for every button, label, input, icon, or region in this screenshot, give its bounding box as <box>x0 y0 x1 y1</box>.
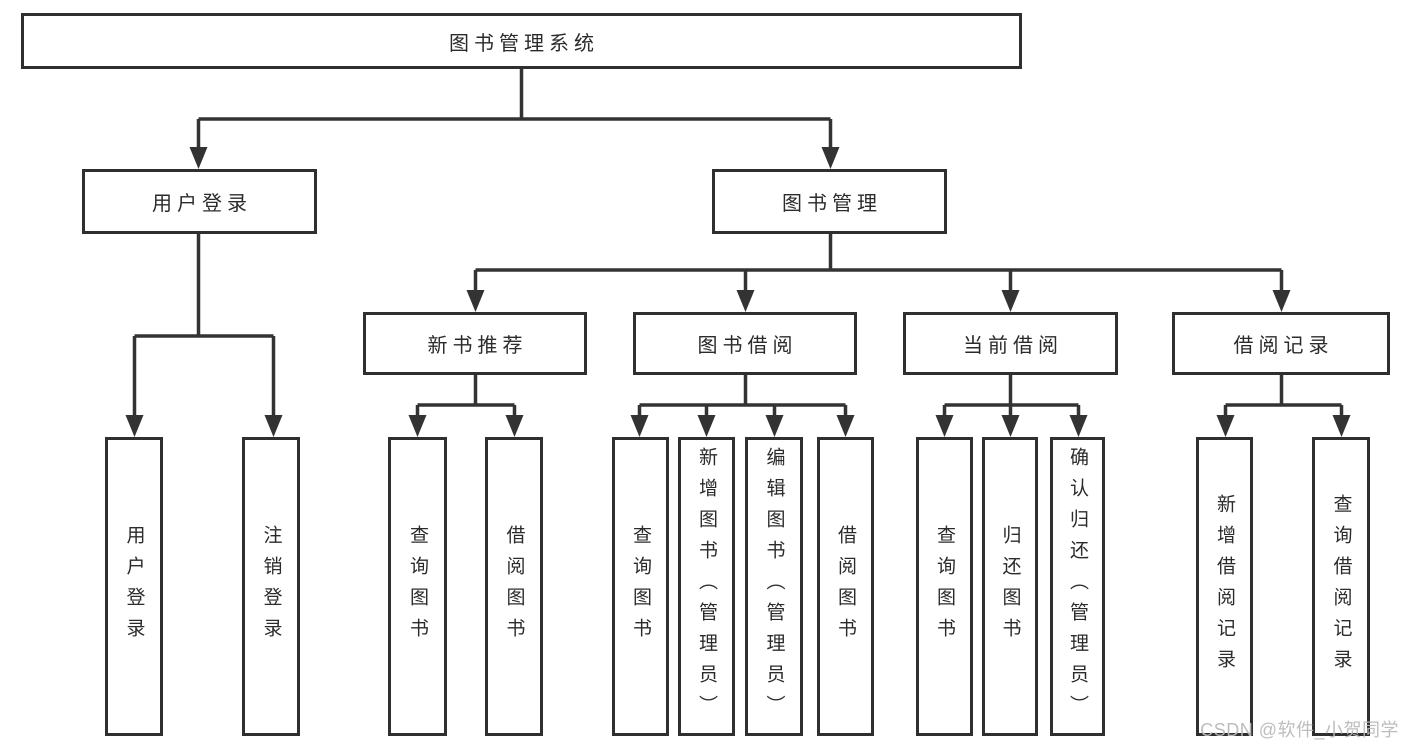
leaf-confirm-return-admin: 确认归还（管理员） <box>1050 437 1105 736</box>
leaf-user-login: 用户登录 <box>105 437 163 736</box>
connector-root-to-level2 <box>196 69 833 149</box>
leaf-recommend-query-books-label: 查询图书 <box>407 524 428 649</box>
node-root: 图书管理系统 <box>21 13 1022 69</box>
leaf-recommend-borrow-books: 借阅图书 <box>485 437 543 736</box>
arrowhead <box>736 290 755 312</box>
arrowheads <box>125 147 1351 437</box>
leaf-logout-label: 注销登录 <box>260 524 282 649</box>
arrowhead <box>505 415 524 437</box>
connector-paths <box>132 69 1344 417</box>
leaf-query-borrow-record-label: 查询借阅记录 <box>1330 493 1352 680</box>
leaf-borrow-borrow-books-label: 借阅图书 <box>835 524 856 649</box>
leaf-add-book-admin-label: 新增图书（管理员） <box>696 447 717 726</box>
leaf-add-book-admin: 新增图书（管理员） <box>678 437 735 736</box>
leaf-query-borrow-record: 查询借阅记录 <box>1312 437 1370 736</box>
leaf-user-login-label: 用户登录 <box>123 524 145 649</box>
arrowhead <box>264 415 283 437</box>
leaf-add-borrow-record-label: 新增借阅记录 <box>1214 493 1235 680</box>
arrowhead <box>697 415 716 437</box>
arrowhead <box>125 415 144 437</box>
leaf-borrow-query-books-label: 查询图书 <box>630 524 651 649</box>
node-current-borrow-label: 当前借阅 <box>963 335 1063 357</box>
node-book-management-label: 图书管理 <box>782 193 882 215</box>
arrowhead <box>1069 415 1088 437</box>
arrowhead <box>1216 415 1235 437</box>
arrowhead <box>189 147 208 169</box>
arrowhead <box>1001 415 1020 437</box>
node-root-label: 图书管理系统 <box>449 32 599 55</box>
connector-book-management-children <box>473 233 1284 292</box>
leaf-borrow-query-books: 查询图书 <box>612 437 669 736</box>
arrowhead <box>408 415 427 437</box>
arrowhead <box>1001 290 1020 312</box>
node-user-login: 用户登录 <box>82 169 317 234</box>
arrowhead <box>1272 290 1291 312</box>
leaf-recommend-query-books: 查询图书 <box>388 437 447 736</box>
watermark: CSDN @软件_小贺同学 <box>1200 720 1399 740</box>
arrowhead <box>836 415 855 437</box>
leaf-add-borrow-record: 新增借阅记录 <box>1196 437 1253 736</box>
arrowhead <box>935 415 954 437</box>
arrowhead <box>1332 415 1351 437</box>
leaf-return-book: 归还图书 <box>982 437 1038 736</box>
connector-borrow-children <box>637 375 848 417</box>
connector-user-login-children <box>132 234 276 417</box>
connector-records-children <box>1223 375 1344 417</box>
leaf-logout: 注销登录 <box>242 437 300 736</box>
connector-current-children <box>942 375 1081 417</box>
leaf-current-query-books-label: 查询图书 <box>934 524 955 649</box>
node-user-login-label: 用户登录 <box>152 193 252 215</box>
arrowhead <box>765 415 784 437</box>
leaf-borrow-borrow-books: 借阅图书 <box>817 437 874 736</box>
node-new-book-recommend: 新书推荐 <box>363 312 587 375</box>
node-new-book-recommend-label: 新书推荐 <box>427 335 528 357</box>
arrowhead <box>821 147 840 169</box>
leaf-confirm-return-admin-label: 确认归还（管理员） <box>1067 447 1088 726</box>
connector-recommend-children <box>415 375 517 417</box>
node-book-borrow: 图书借阅 <box>633 312 857 375</box>
node-book-borrow-label: 图书借阅 <box>697 335 798 357</box>
leaf-return-book-label: 归还图书 <box>999 524 1021 649</box>
leaf-edit-book-admin: 编辑图书（管理员） <box>745 437 803 736</box>
arrowhead <box>466 290 485 312</box>
node-book-management: 图书管理 <box>712 169 947 234</box>
leaf-current-query-books: 查询图书 <box>916 437 973 736</box>
leaf-recommend-borrow-books-label: 借阅图书 <box>503 524 525 649</box>
node-borrow-records-label: 借阅记录 <box>1233 335 1334 357</box>
node-current-borrow: 当前借阅 <box>903 312 1118 375</box>
node-borrow-records: 借阅记录 <box>1172 312 1390 375</box>
arrowhead <box>630 415 649 437</box>
leaf-edit-book-admin-label: 编辑图书（管理员） <box>763 447 785 726</box>
